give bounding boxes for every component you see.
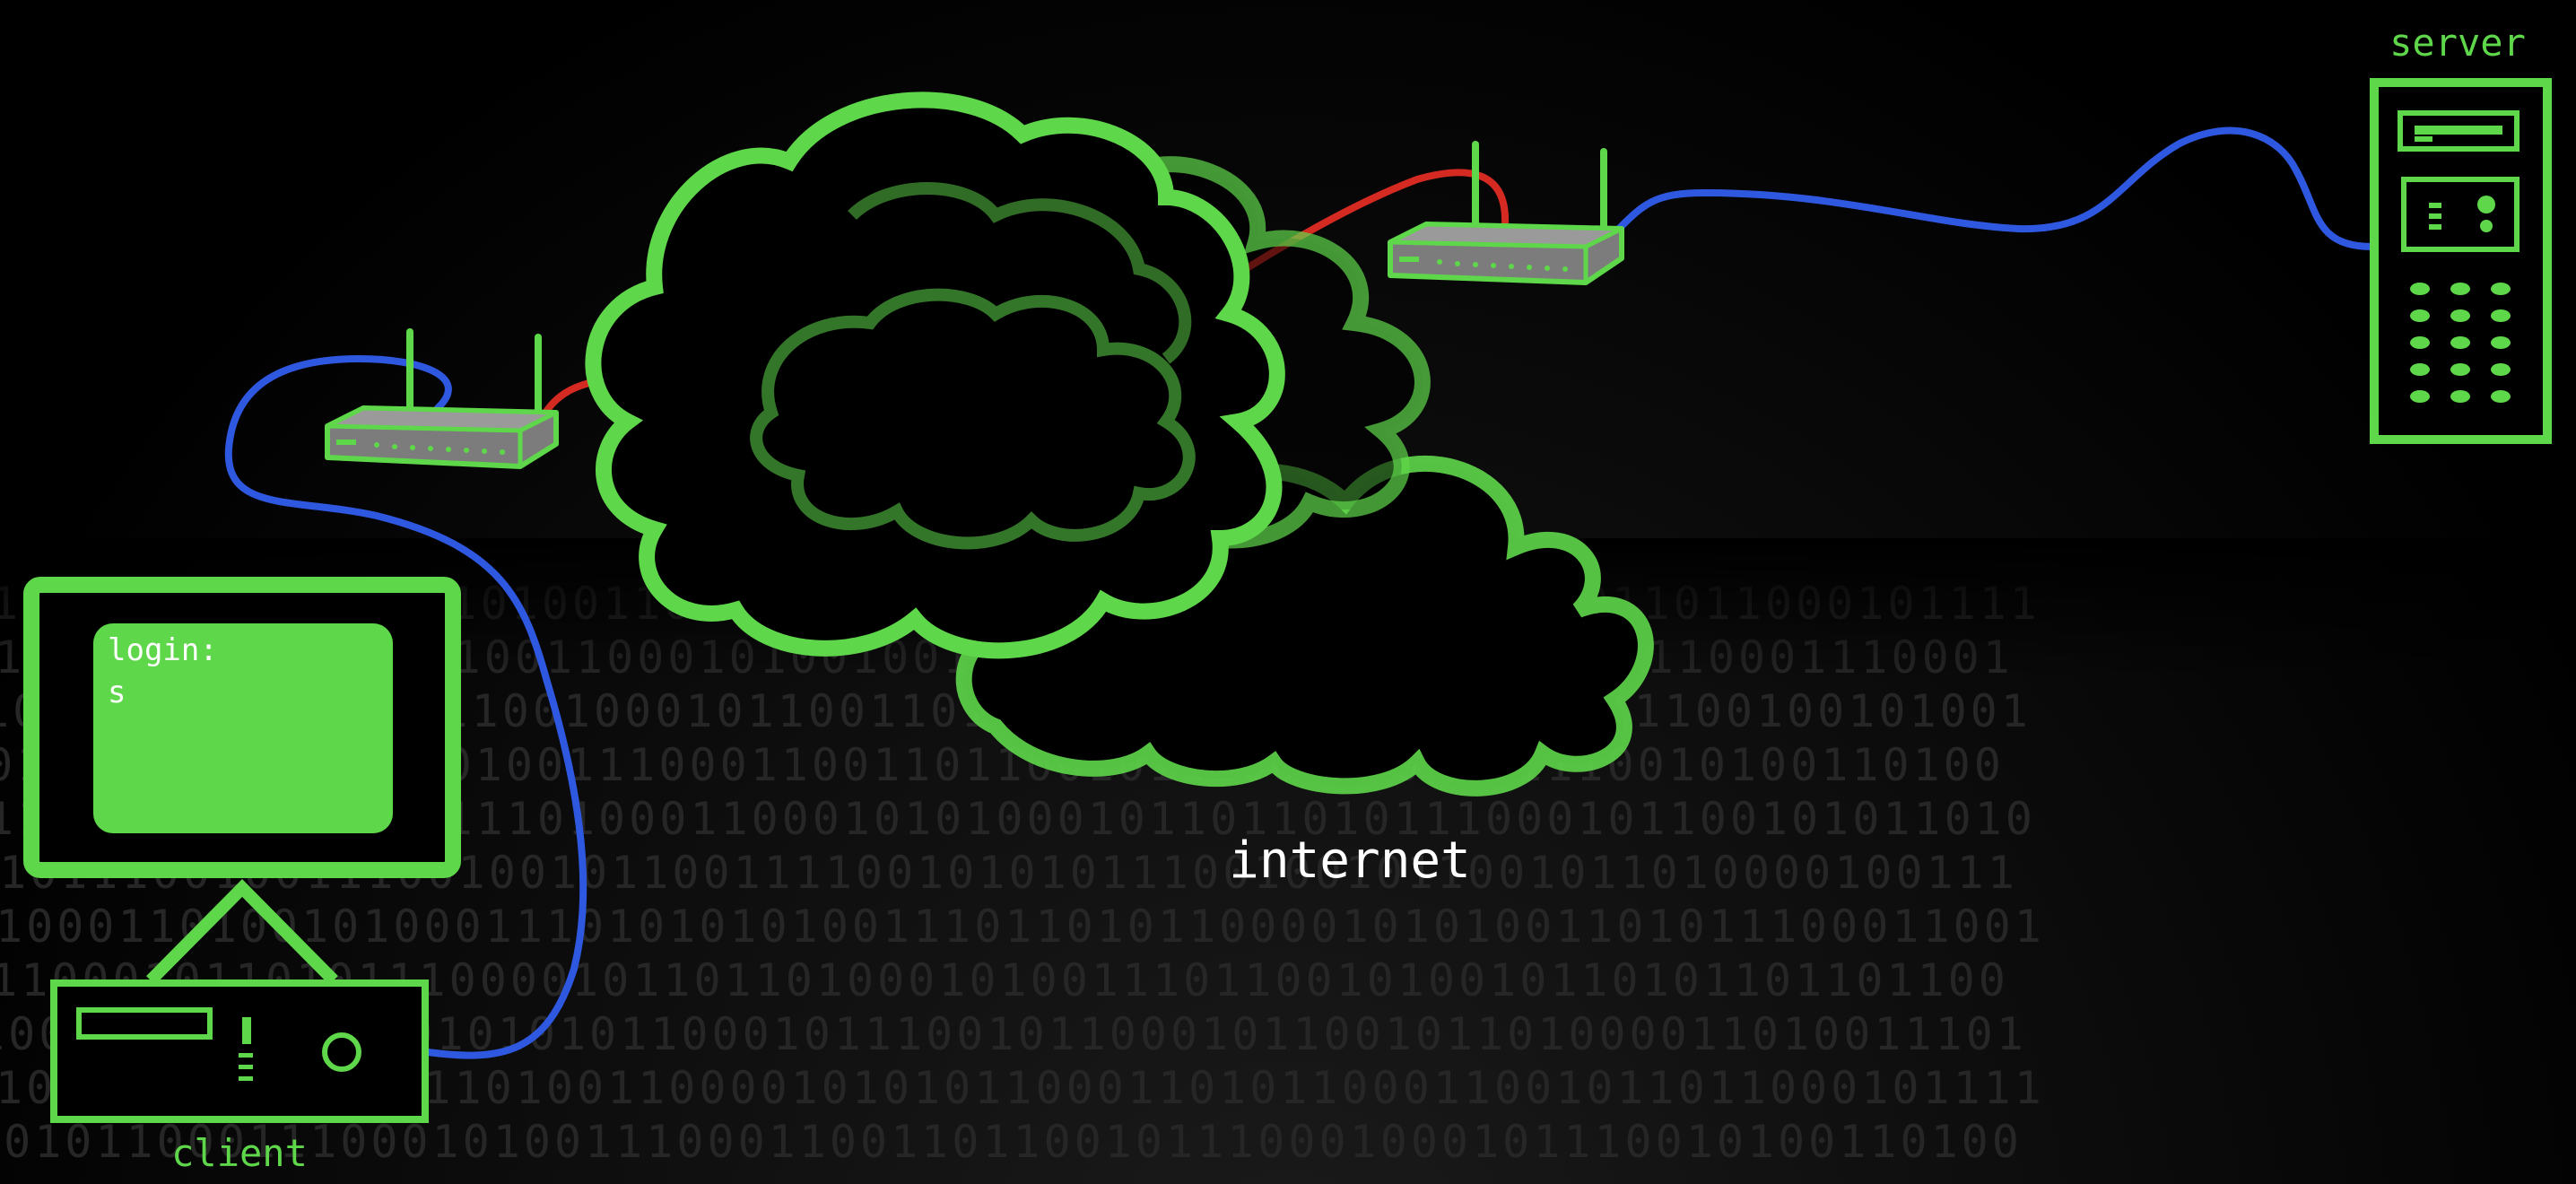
client-label: client — [171, 1131, 308, 1175]
router-icon — [325, 328, 559, 469]
router-icon — [1388, 141, 1624, 285]
internet-label: internet — [1229, 831, 1471, 890]
cloud-inner-outline — [848, 182, 1192, 364]
client-cable — [224, 354, 587, 1059]
internet-cloud-icon — [585, 91, 1654, 797]
cloud-main — [585, 91, 1285, 659]
binary-row: 1000110100101000111010101010011101101011… — [0, 901, 2045, 953]
terminal-login-prompt: login: — [108, 632, 218, 668]
terminal-input-line: s — [108, 675, 126, 710]
binary-row: 0010110001110001010011100011001101100101… — [0, 1116, 2023, 1168]
server-label: server — [2389, 21, 2526, 65]
monitor-icon — [23, 577, 461, 985]
server-icon — [2370, 78, 2552, 444]
server-cable — [1606, 126, 2376, 250]
computer-icon — [50, 979, 429, 1123]
cloud-inner-outline — [750, 288, 1196, 550]
